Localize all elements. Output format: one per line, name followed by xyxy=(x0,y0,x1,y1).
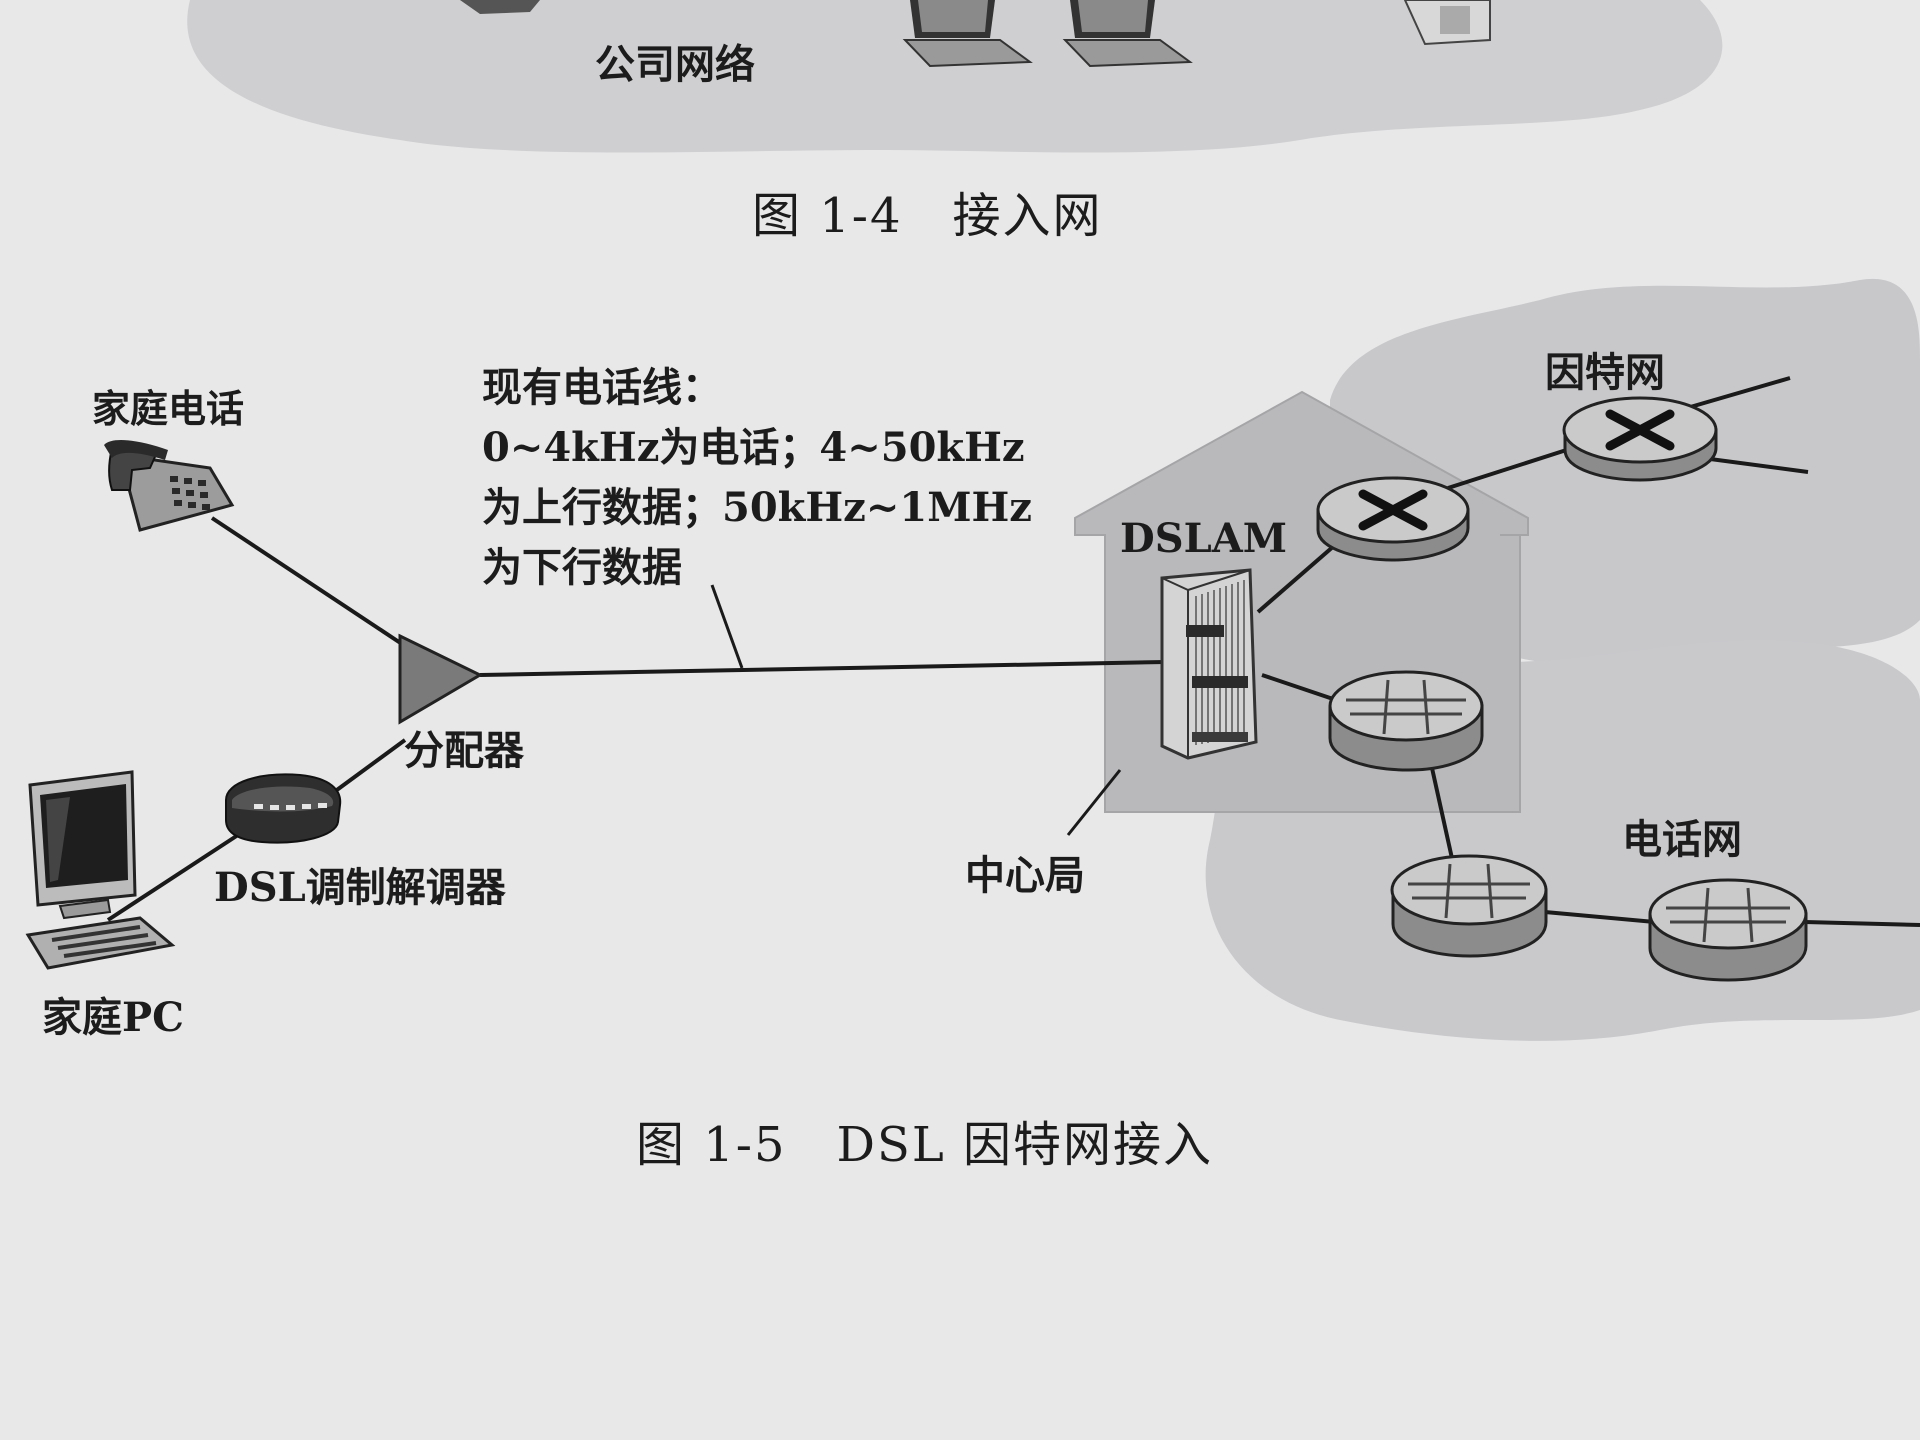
laptop-icon xyxy=(1062,0,1193,68)
phone-switch-icon xyxy=(1648,878,1808,982)
central-office-label: 中心局 xyxy=(965,852,1085,899)
corporate-network-label: 公司网络 xyxy=(595,41,755,88)
splitter-icon xyxy=(398,633,484,725)
home-phone-icon xyxy=(104,439,235,532)
figure-1-4-caption: 图 1-4 接入网 xyxy=(752,188,1103,244)
partial-device-icon xyxy=(460,0,540,14)
home-pc-label: 家庭PC xyxy=(42,994,184,1041)
dsl-modem-icon xyxy=(225,773,342,844)
server-icon xyxy=(1403,0,1491,46)
laptop-icon xyxy=(902,0,1033,68)
phone-line-note-line: 现有电话线： xyxy=(482,364,722,411)
phone-switch-icon xyxy=(1390,854,1548,958)
phone-network-label: 电话网 xyxy=(1622,816,1742,863)
router-icon xyxy=(1316,476,1470,562)
phone-line-note-line: 为下行数据 xyxy=(482,544,682,591)
home-phone-label: 家庭电话 xyxy=(92,386,245,431)
phone-line-note-line: 为上行数据；50kHz~1MHz xyxy=(482,484,1033,531)
home-pc-icon xyxy=(25,770,176,970)
dslam-rack-icon xyxy=(1160,568,1258,760)
figure-1-5-caption: 图 1-5 DSL 因特网接入 xyxy=(636,1117,1214,1173)
dsl-modem-label: DSL调制解调器 xyxy=(214,864,506,911)
corporate-network-cloud xyxy=(187,0,1723,153)
splitter-label: 分配器 xyxy=(404,727,524,774)
router-icon xyxy=(1562,396,1718,482)
phone-line-note-line: 0~4kHz为电话；4~50kHz xyxy=(482,424,1025,471)
dslam-label: DSLAM xyxy=(1120,515,1288,562)
phone-switch-icon xyxy=(1328,670,1484,772)
phone-line-note: 现有电话线： 0~4kHz为电话；4~50kHz 为上行数据；50kHz~1MH… xyxy=(482,358,1032,598)
internet-label: 因特网 xyxy=(1545,349,1665,396)
